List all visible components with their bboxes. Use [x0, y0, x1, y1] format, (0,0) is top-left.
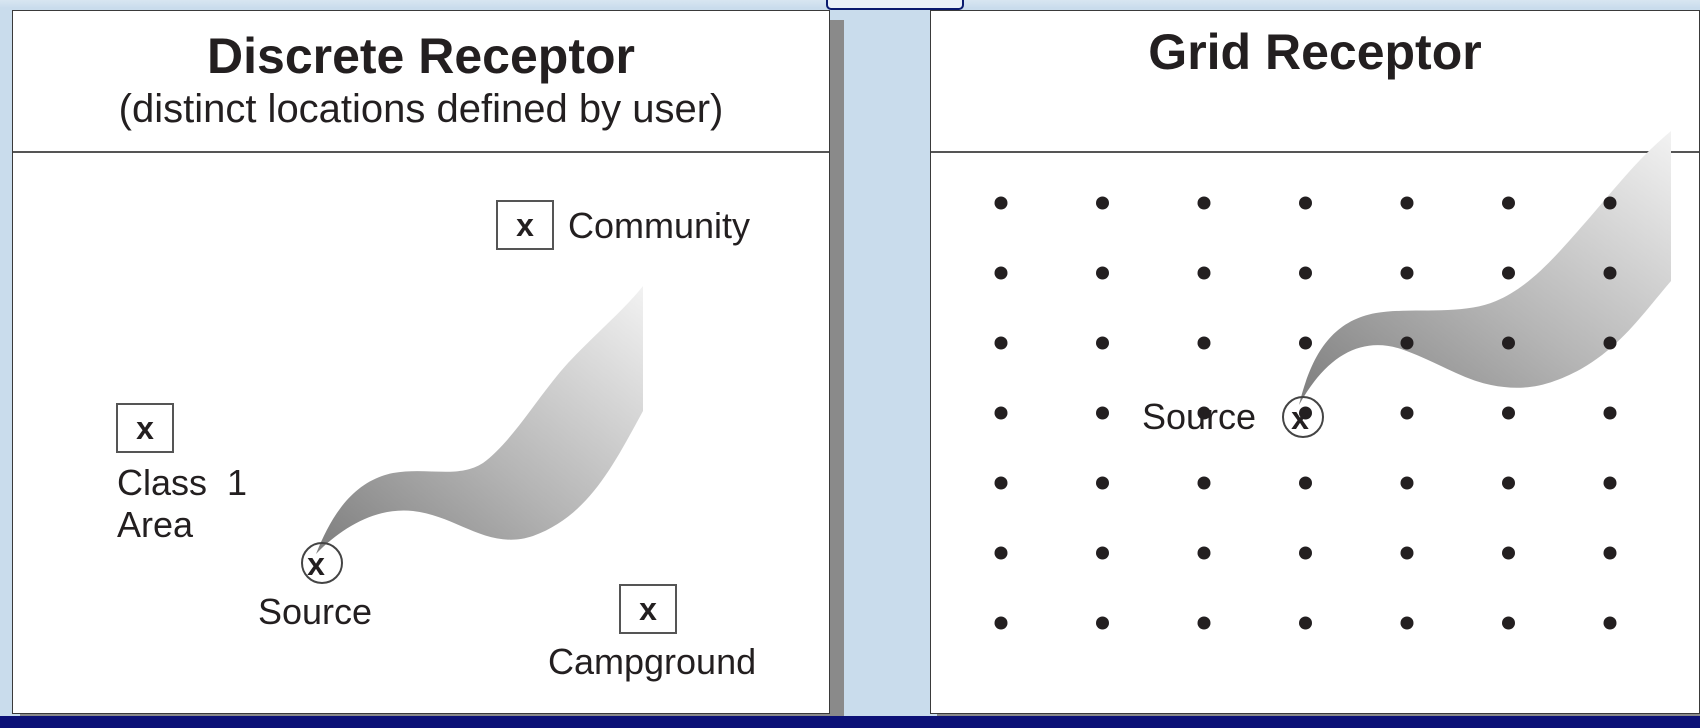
community-receptor-label: Community: [568, 205, 750, 246]
grid-receptor-point: [1502, 546, 1515, 560]
discrete-source-marker: x: [307, 546, 325, 582]
top-tab: [826, 0, 964, 10]
grid-receptor-point: [994, 476, 1008, 490]
grid-receptor-point: [1197, 546, 1211, 560]
grid-receptor-point: [1603, 406, 1617, 420]
grid-receptor-point: [1197, 406, 1211, 420]
grid-receptor-point: [994, 266, 1008, 280]
grid-receptor-point: [1502, 266, 1515, 280]
grid-receptor-point: [1299, 546, 1312, 560]
grid-receptor-point: [1197, 616, 1211, 630]
grid-receptor-point: [1096, 196, 1109, 210]
grid-receptor-point: [1603, 616, 1617, 630]
grid-receptor-point: [1603, 476, 1617, 490]
discrete-plume: [316, 286, 643, 554]
grid-receptor-diagram: x Source: [994, 131, 1671, 630]
grid-receptor-panel: Grid Receptor x Source: [930, 10, 1700, 714]
grid-receptor-point: [1400, 266, 1414, 280]
community-receptor-box: [496, 200, 554, 250]
grid-receptor-point: [1502, 406, 1515, 420]
class1-area-receptor-marker: x: [136, 410, 154, 446]
grid-receptor-point: [994, 196, 1008, 210]
grid-receptor-point: [1502, 476, 1515, 490]
class1-area-label-line1: Class 1: [117, 462, 247, 503]
grid-receptor-point: [1096, 406, 1109, 420]
grid-receptor-point: [1096, 336, 1109, 350]
grid-receptor-point: [1197, 196, 1211, 210]
grid-receptor-point: [1096, 476, 1109, 490]
grid-receptor-point: [994, 406, 1008, 420]
grid-receptor-point: [1299, 196, 1312, 210]
discrete-receptor-diagram: x Community x Class 1 Area x Campground …: [116, 200, 756, 682]
campground-receptor-label: Campground: [548, 641, 756, 682]
grid-receptor-point: [1400, 196, 1414, 210]
grid-receptor-point: [1096, 546, 1109, 560]
grid-receptor-point: [1096, 616, 1109, 630]
grid-receptor-point: [1096, 266, 1109, 280]
campground-receptor-box: [619, 584, 677, 634]
grid-receptor-point: [1400, 336, 1414, 350]
grid-receptor-point: [1603, 196, 1617, 210]
grid-receptor-point: [1502, 196, 1515, 210]
grid-panel-header: Grid Receptor: [931, 11, 1699, 153]
class1-area-receptor-box: [116, 403, 174, 453]
grid-receptor-point: [1299, 406, 1312, 420]
grid-receptor-point: [1299, 266, 1312, 280]
grid-receptor-point: [1603, 266, 1617, 280]
grid-receptor-point: [1502, 336, 1515, 350]
grid-receptor-point: [1299, 616, 1312, 630]
grid-receptor-point: [1603, 336, 1617, 350]
grid-receptor-point: [1400, 476, 1414, 490]
class1-area-label-line2: Area: [117, 504, 194, 545]
discrete-receptor-panel: Discrete Receptor (distinct locations de…: [12, 10, 830, 714]
grid-receptor-point: [1299, 336, 1312, 350]
grid-receptor-point: [994, 336, 1008, 350]
grid-receptor-point: [1197, 476, 1211, 490]
bottom-bar: [0, 716, 1700, 728]
grid-receptor-point: [1197, 266, 1211, 280]
grid-receptor-point: [1502, 616, 1515, 630]
grid-source-label: Source: [1142, 396, 1256, 437]
grid-receptor-point: [994, 616, 1008, 630]
grid-plume: [1299, 131, 1671, 405]
grid-source-marker: x: [1291, 400, 1309, 436]
grid-receptor-point: [994, 546, 1008, 560]
grid-receptor-point: [1400, 406, 1414, 420]
campground-receptor-marker: x: [639, 591, 657, 627]
grid-receptor-point: [1400, 616, 1414, 630]
grid-receptor-point: [1197, 336, 1211, 350]
grid-source-circle: [1282, 396, 1324, 438]
discrete-panel-subtitle: (distinct locations defined by user): [118, 87, 724, 131]
grid-receptor-point: [1299, 476, 1312, 490]
grid-receptor-point: [1400, 546, 1414, 560]
grid-receptor-point: [1603, 546, 1617, 560]
discrete-panel-header: Discrete Receptor (distinct locations de…: [13, 11, 829, 153]
grid-receptor-dots: [994, 196, 1617, 630]
community-receptor-marker: x: [516, 207, 534, 243]
discrete-panel-title: Discrete Receptor: [207, 28, 635, 84]
discrete-source-label: Source: [258, 591, 372, 632]
discrete-source-circle: [301, 542, 343, 584]
grid-panel-title: Grid Receptor: [1148, 24, 1482, 80]
